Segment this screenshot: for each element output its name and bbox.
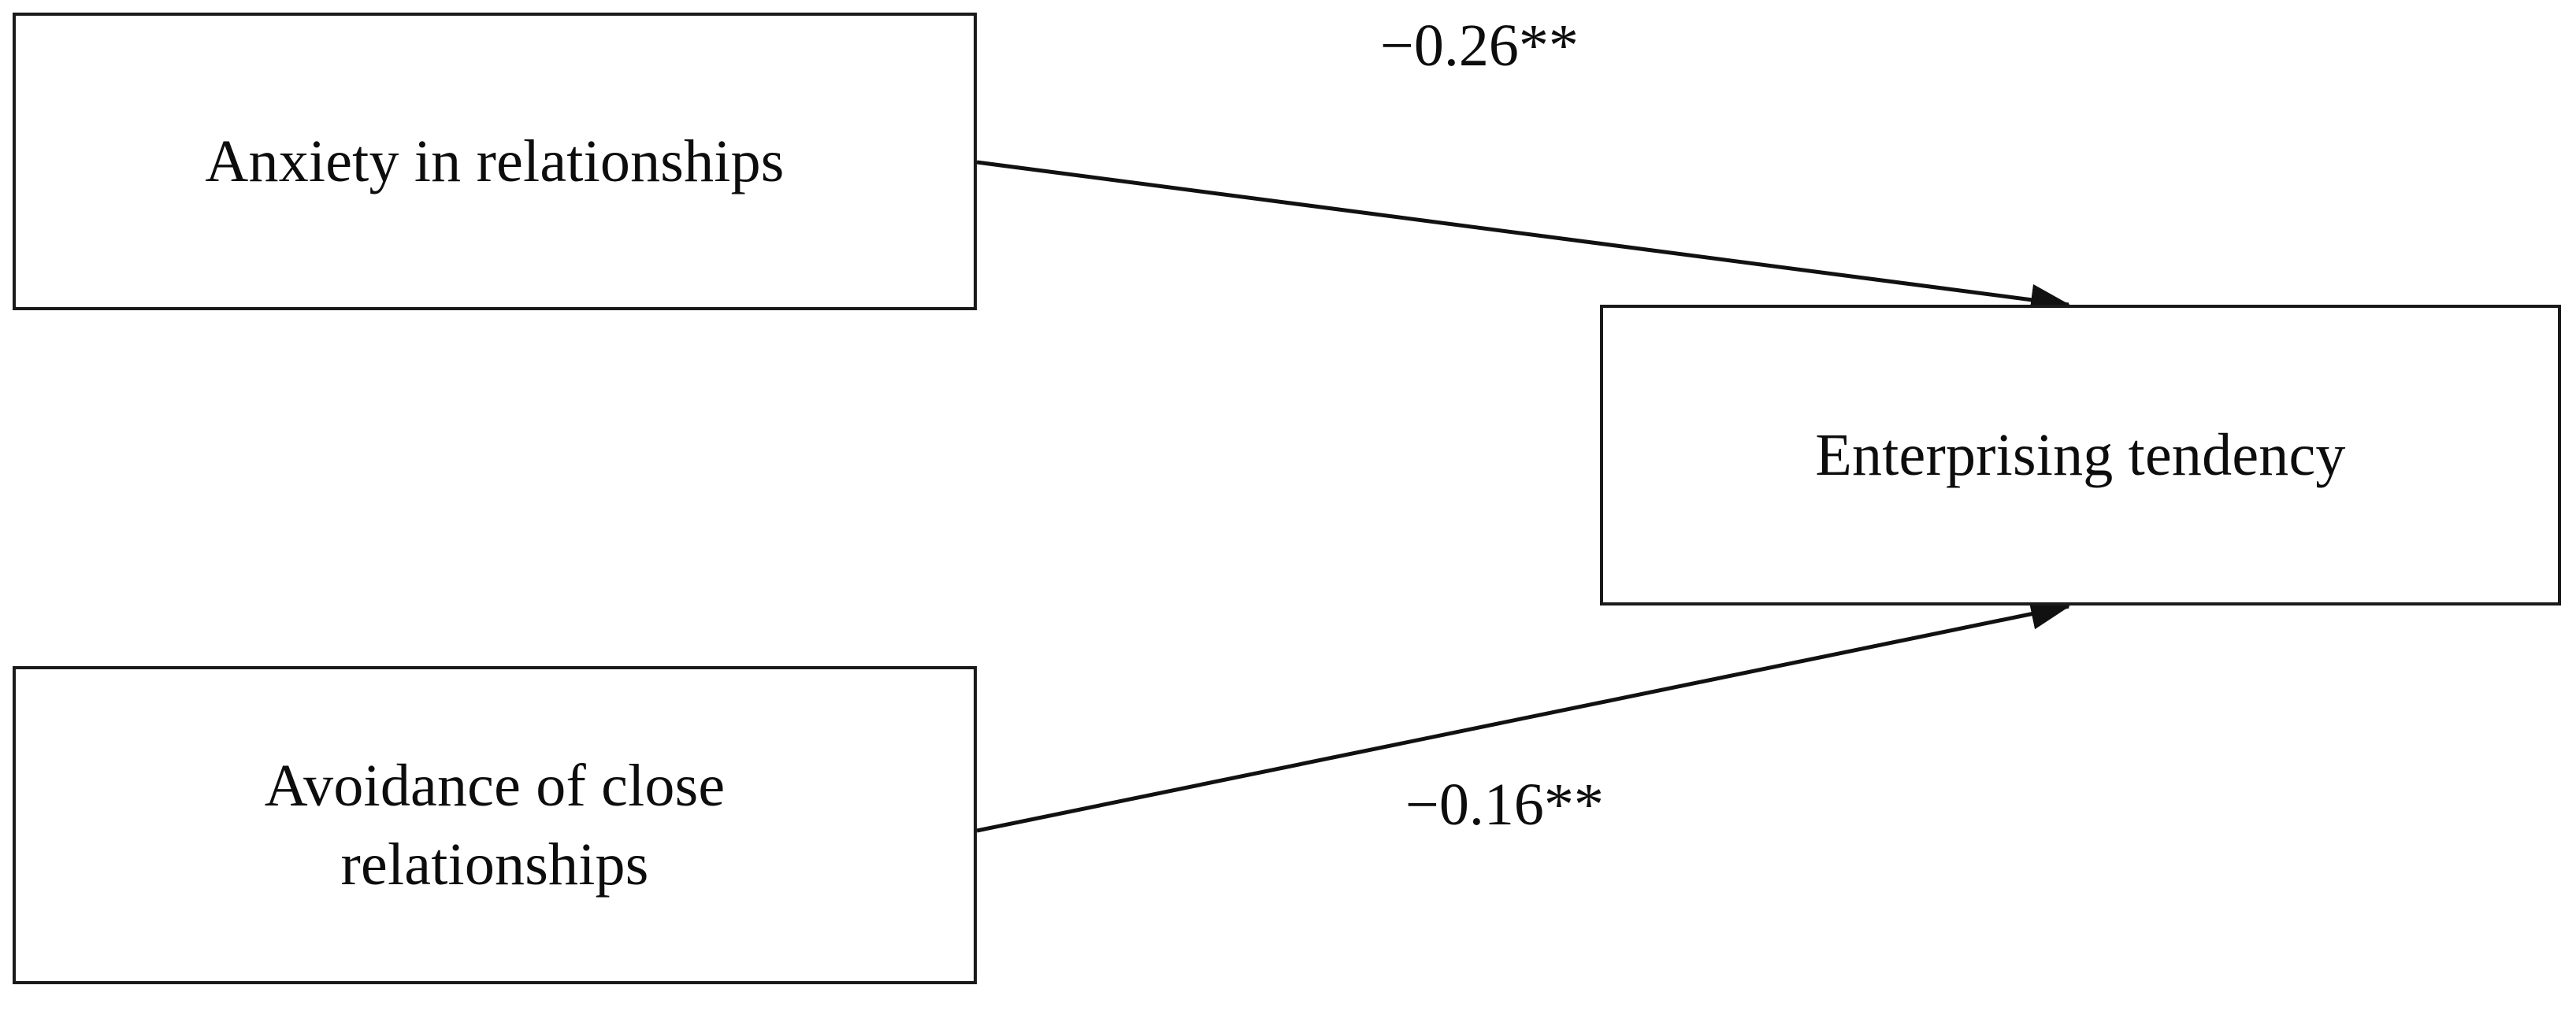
edge-label-avoidance-to-enterprising: −0.16** (1405, 772, 1604, 838)
node-anxiety-in-relationships[interactable]: Anxiety in relationships (13, 13, 977, 310)
edge-label-anxiety-to-enterprising: −0.26** (1380, 13, 1579, 79)
node-anxiety-label: Anxiety in relationships (205, 128, 785, 194)
edge-anxiety-to-enterprising (976, 160, 2070, 316)
node-avoidance-label: Avoidance of close relationships (264, 752, 726, 898)
node-enterprising-label: Enterprising tendency (1815, 421, 2346, 488)
node-enterprising-tendency[interactable]: Enterprising tendency (1600, 305, 2561, 605)
node-avoidance-of-close-relationships[interactable]: Avoidance of close relationships (13, 666, 977, 984)
